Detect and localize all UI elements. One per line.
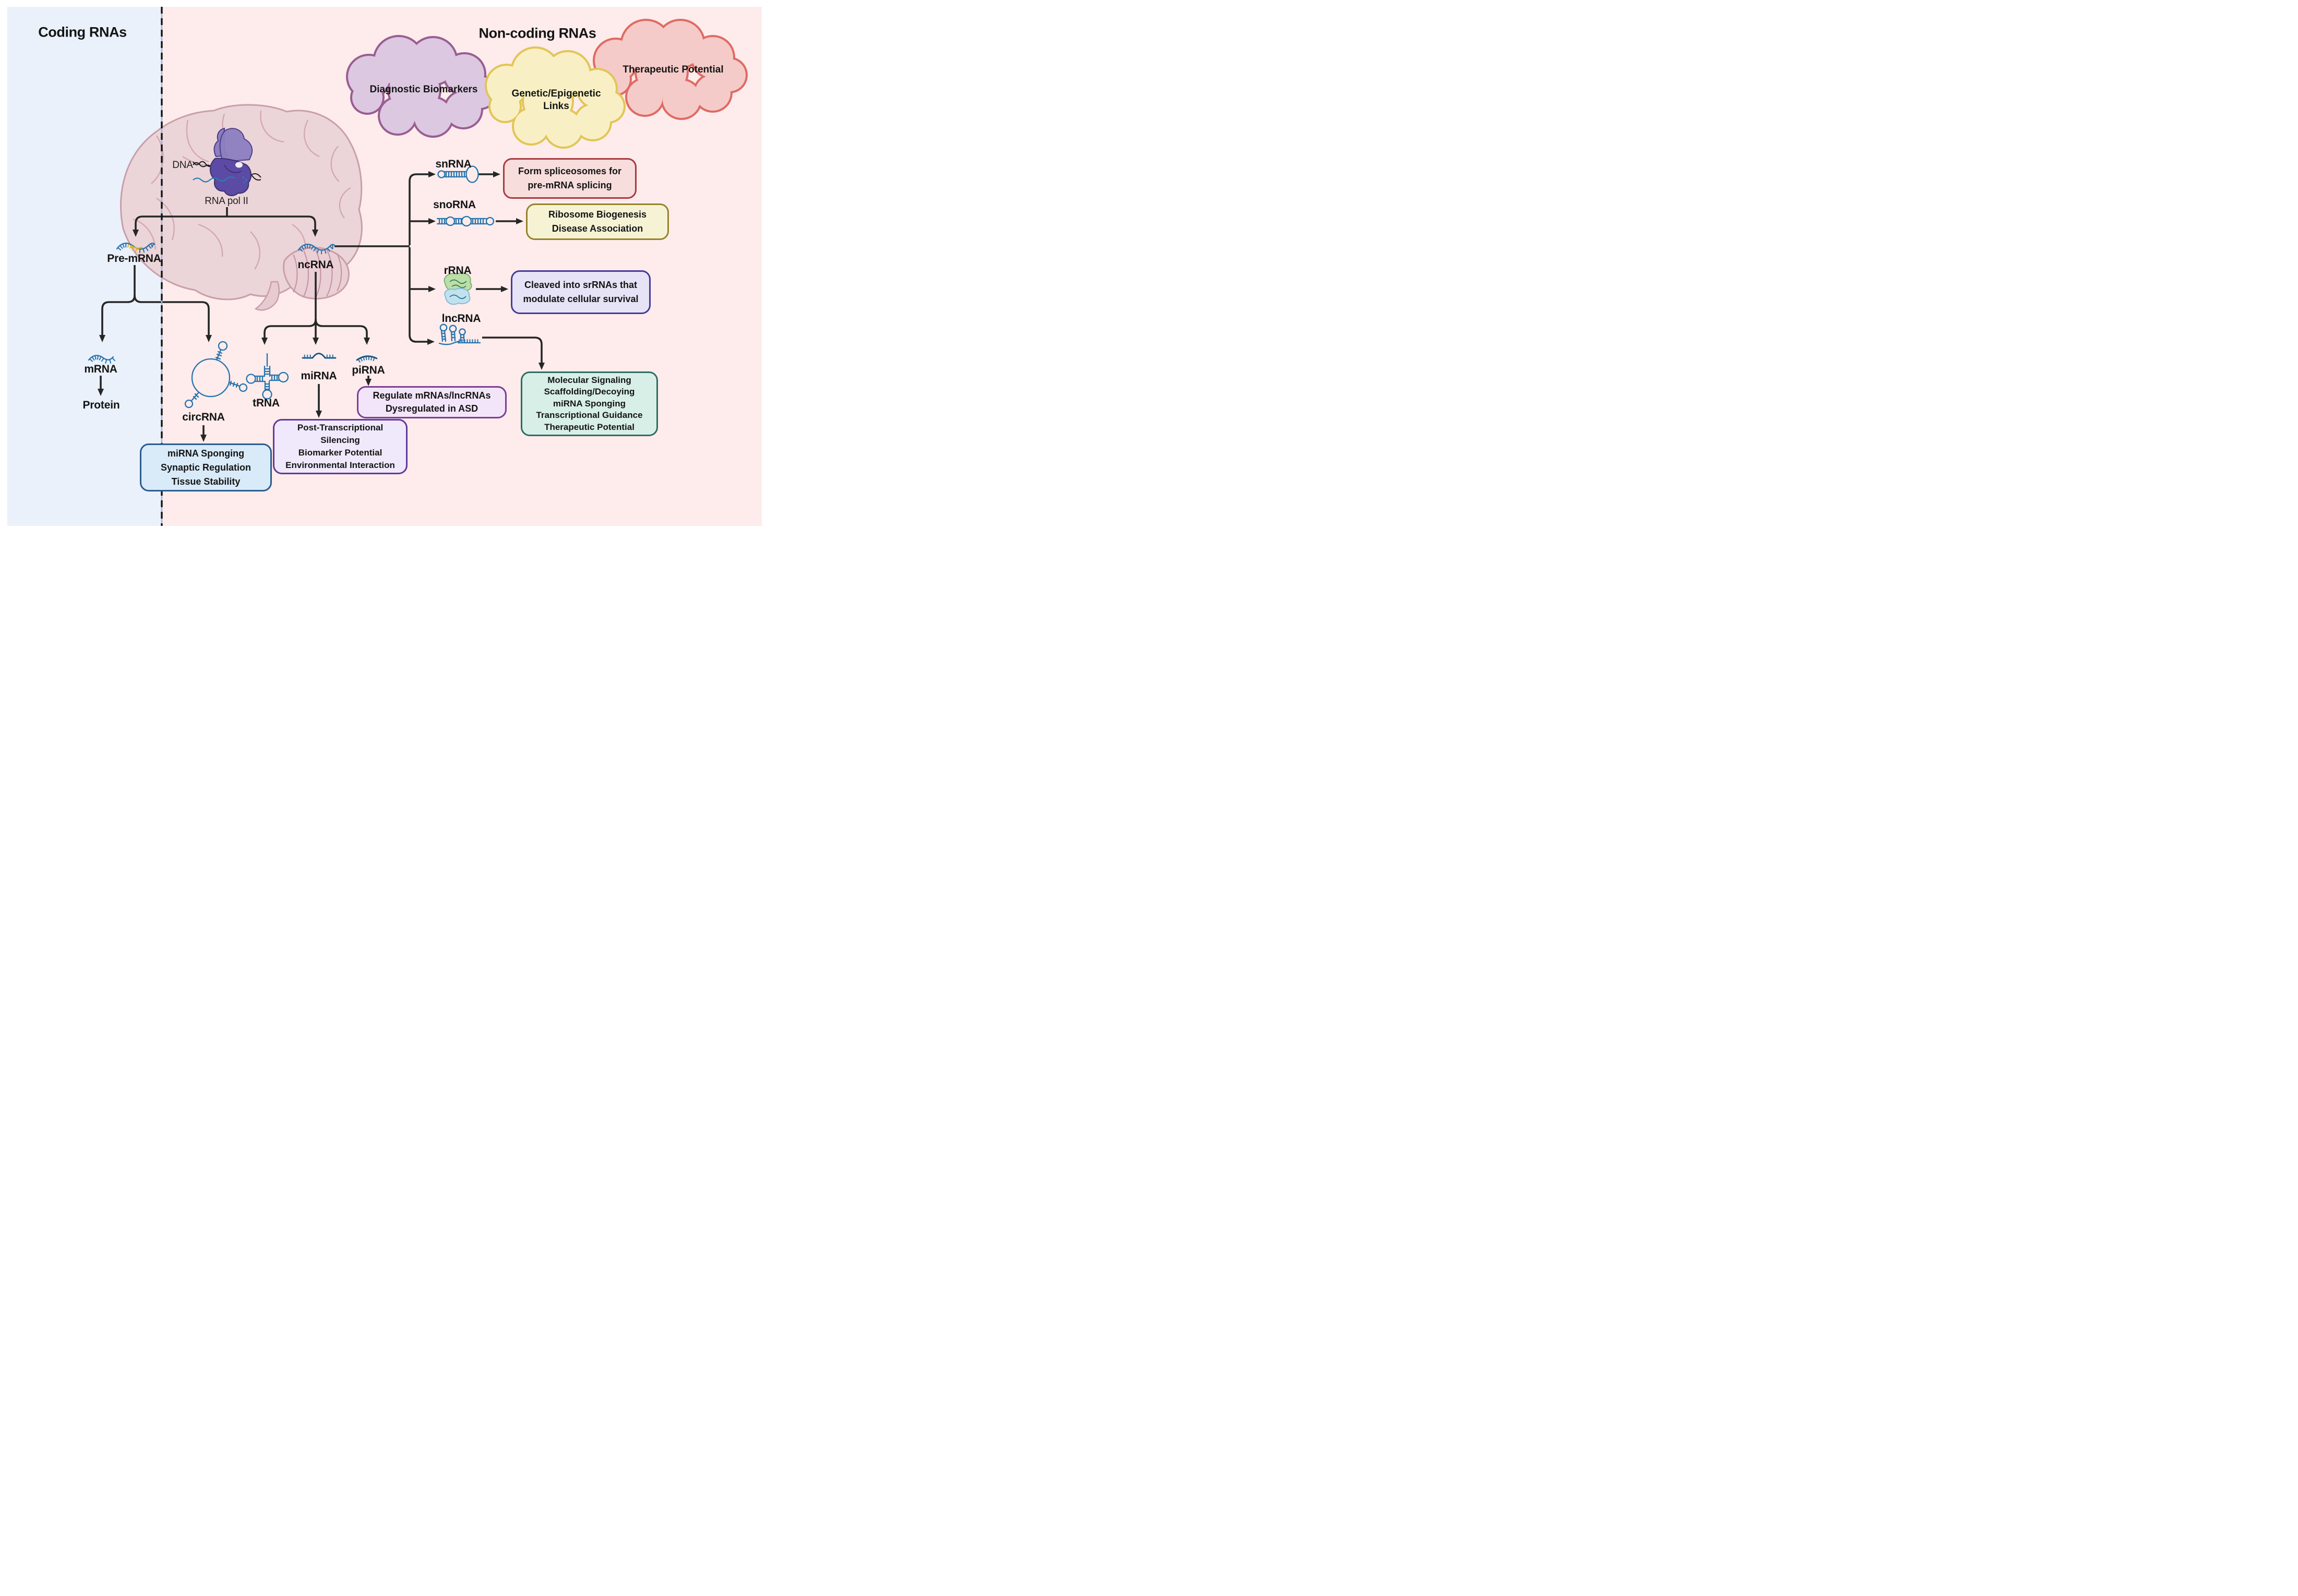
rrna-function-box: Cleaved into srRNAs that modulate cellul… — [511, 270, 651, 314]
coding-rna-panel — [7, 7, 162, 526]
snrna-box-line2: pre-mRNA splicing — [528, 180, 612, 190]
rna-dots — [242, 176, 247, 184]
snrna-box-line1: Form spliceosomes for — [518, 166, 622, 176]
figure-canvas: Coding RNAs Non-coding RNAs Diagnostic B… — [0, 0, 766, 532]
snorna-function-box: Ribosome Biogenesis Disease Association — [526, 203, 669, 240]
pirna-icon — [356, 355, 378, 363]
protein-label: Protein — [82, 399, 120, 411]
genetic-epigenetic-label: Genetic/Epigenetic Links — [511, 88, 601, 113]
trna-icon — [246, 353, 289, 400]
cerebellum-folds — [293, 248, 342, 299]
rrna-box-line1: Cleaved into srRNAs that — [524, 280, 638, 290]
mrna-label: mRNA — [84, 363, 117, 375]
ncrna-label: ncRNA — [297, 259, 334, 271]
mrna-icon — [88, 355, 115, 364]
pirna-label: piRNA — [352, 364, 385, 376]
circrna-function-box: miRNA Sponging Synaptic Regulation Tissu… — [140, 443, 272, 491]
genetic-epigenetic-cloud — [485, 46, 626, 149]
snrna-function-box: Form spliceosomes for pre-mRNA splicing — [503, 158, 637, 199]
lncrna-box-line1: Molecular Signaling — [547, 375, 631, 385]
pirna-box-line1: Regulate mRNAs/lncRNAs — [373, 390, 491, 401]
pre-mrna-label: Pre-mRNA — [107, 253, 161, 265]
snorna-box-line2: Disease Association — [552, 223, 643, 234]
snrna-icon — [437, 165, 479, 183]
mirna-box-line4: Environmental Interaction — [285, 460, 395, 470]
lncrna-box-line2: Scaffolding/Decoying — [544, 387, 635, 397]
mirna-box-line2: Silencing — [320, 435, 360, 445]
lncrna-icon — [438, 323, 481, 345]
mirna-icon — [302, 353, 337, 359]
circrna-box-line1: miRNA Sponging — [167, 448, 245, 459]
circrna-icon — [184, 341, 248, 409]
lncrna-box-line4: Transcriptional Guidance — [536, 410, 643, 421]
snorna-label: snoRNA — [433, 199, 476, 211]
mirna-box-line3: Biomarker Potential — [298, 448, 382, 458]
connector-lines — [98, 171, 545, 442]
pirna-box-line2: Dysregulated in ASD — [385, 403, 478, 414]
nascent-rna-icon — [193, 176, 235, 183]
genetic-epigenetic-line2: Links — [543, 101, 569, 112]
diagnostic-biomarkers-label: Diagnostic Biomarkers — [369, 84, 478, 95]
ncrna-icon — [297, 244, 336, 255]
lncrna-function-box: Molecular Signaling Scaffolding/Decoying… — [521, 371, 658, 436]
lncrna-box-line5: Therapeutic Potential — [544, 422, 635, 432]
mirna-label: miRNA — [301, 370, 337, 382]
diagnostic-biomarkers-cloud — [346, 35, 498, 138]
rrna-label: rRNA — [444, 265, 472, 277]
coding-rnas-title: Coding RNAs — [38, 24, 127, 40]
rrna-box-line2: modulate cellular survival — [523, 294, 639, 304]
mirna-function-box: Post-Transcriptional Silencing Biomarker… — [273, 419, 408, 474]
rna-pol-ii-label: RNA pol II — [205, 196, 248, 207]
genetic-epigenetic-line1: Genetic/Epigenetic — [511, 88, 601, 99]
dna-label: DNA — [172, 160, 193, 171]
pre-mrna-icon — [116, 243, 155, 254]
snorna-icon — [436, 215, 495, 227]
pirna-function-box: Regulate mRNAs/lncRNAs Dysregulated in A… — [357, 386, 507, 418]
circrna-box-line3: Tissue Stability — [171, 476, 241, 487]
lncrna-box-line3: miRNA Sponging — [553, 398, 626, 409]
rna-pol-ii-icon — [193, 127, 253, 196]
circrna-label: circRNA — [182, 411, 225, 423]
snorna-box-line1: Ribosome Biogenesis — [548, 209, 647, 220]
mirna-box-line1: Post-Transcriptional — [297, 423, 384, 433]
therapeutic-potential-label: Therapeutic Potential — [623, 64, 724, 75]
lncrna-label: lncRNA — [441, 313, 481, 325]
snrna-label: snRNA — [435, 158, 472, 170]
circrna-box-line2: Synaptic Regulation — [160, 462, 252, 473]
diagram-art-layer — [88, 7, 748, 526]
rrna-icon — [444, 272, 472, 305]
noncoding-rnas-title: Non-coding RNAs — [478, 25, 596, 41]
trna-label: tRNA — [253, 397, 280, 409]
brainstem — [254, 281, 280, 311]
